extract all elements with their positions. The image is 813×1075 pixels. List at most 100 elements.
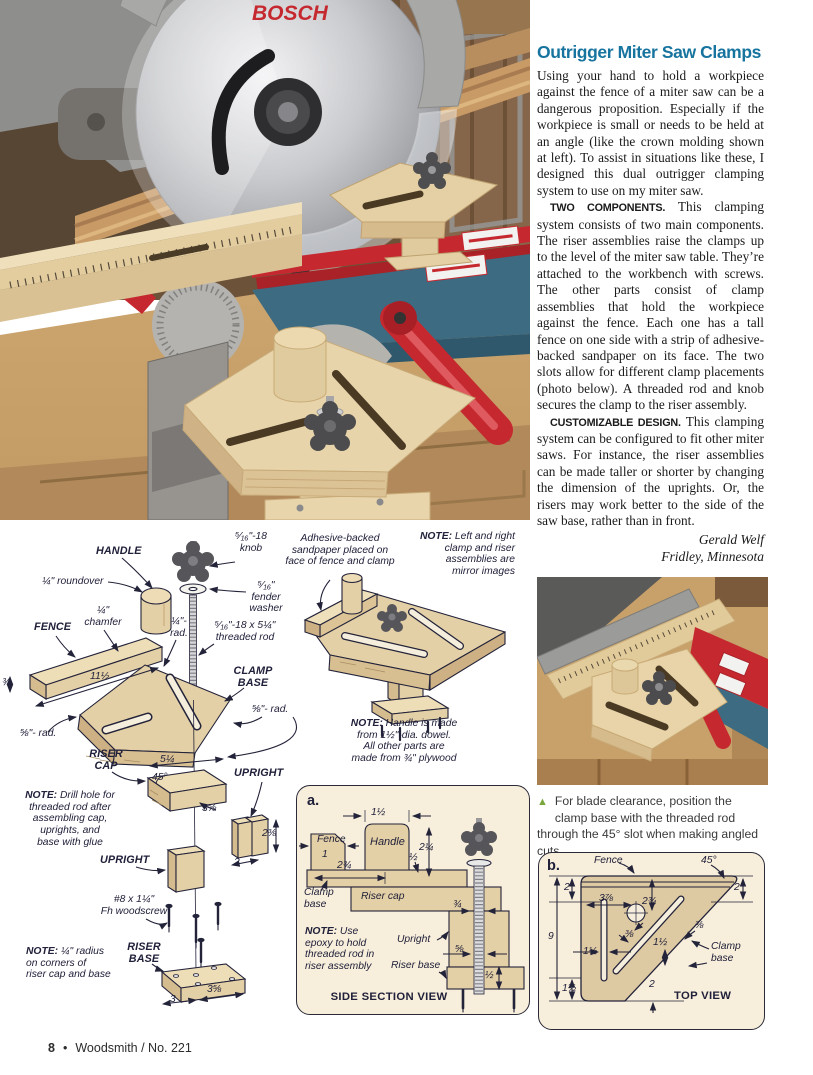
inset-a: a. Fence 1 1½ Handle 2¼ ½ 2¾ Clamp base … (296, 785, 530, 1015)
label-length: 11½ (90, 671, 110, 682)
star-knob-photo (642, 671, 676, 705)
label-dim358b: 3⅝ (207, 984, 222, 995)
washer-section (466, 858, 492, 868)
inset-a-drawing (299, 810, 525, 1013)
label-dim2: 2 (234, 857, 240, 868)
paragraph-lead: TWO COMPONENTS. (550, 202, 666, 215)
inset-b-drawing (549, 862, 753, 1013)
star-knob-small (413, 152, 451, 189)
label-washer: ⁵⁄₁₆" fender washer (249, 580, 283, 615)
a-label-fence: Fence (317, 834, 346, 845)
label-dim514: 5¼ (160, 754, 175, 765)
b-label-dim112b: 1½ (583, 946, 598, 957)
foreground-clamp-assembly (182, 326, 476, 520)
a-label-dim234: 2¾ (337, 860, 352, 871)
b-label-dim234: 2¾ (642, 896, 657, 907)
riser-base-drawing (160, 963, 247, 1004)
label-dim238: 2⅜ (262, 828, 277, 839)
b-label-dim9: 9 (548, 931, 554, 942)
b-label-dim378: 3⅞ (599, 893, 614, 904)
label-upright-right: UPRIGHT (234, 767, 284, 779)
byline: Gerald Welf Fridley, Minnesota (537, 531, 764, 565)
a-label-dim214: 2¼ (419, 842, 434, 853)
a-label-handle: Handle (370, 836, 405, 848)
label-sandpaper: Adhesive-backed sandpaper placed on face… (285, 533, 395, 568)
inset-b: b. Fence 45° 2 3⅞ 2¾ 2 9 ⅜ 1½ ⅜ 1½ Clamp… (538, 852, 765, 1030)
inset-a-dimensions (313, 826, 503, 991)
inset-a-tag: a. (307, 793, 320, 809)
photo-caption: ▲ For blade clearance, position the clam… (537, 793, 763, 859)
byline-name: Gerald Welf (698, 532, 764, 548)
b-label-dim38a: ⅜ (625, 929, 634, 940)
ruler-fence (0, 202, 302, 322)
upright-single-drawing (166, 845, 206, 893)
byline-city: Fridley, Minnesota (661, 549, 764, 565)
riser-base-section (446, 966, 525, 990)
article-paragraph: Using your hand to hold a workpiece agai… (537, 68, 764, 198)
label-upright-left: UPRIGHT (100, 854, 150, 866)
a-label-upright: Upright (397, 934, 431, 945)
b-label-dim112c: 1½ (562, 983, 577, 994)
handle-section (364, 823, 410, 871)
article-paragraph: TWO COMPONENTS. This clamping system con… (537, 199, 764, 413)
note-radius: NOTE: ¼" radius on corners of riser cap … (26, 946, 111, 981)
inset-b-arrows (573, 862, 725, 1013)
label-threaded-rod: ⁵⁄₁₆"-18 x 5¼" threaded rod (214, 620, 276, 643)
star-knob-large (304, 396, 356, 451)
a-note-epoxy: NOTE: Use epoxy to hold threaded rod in … (305, 926, 375, 973)
note-mirror: NOTE: Left and right clamp and riser ass… (419, 531, 515, 578)
secondary-photo-illustration (537, 577, 768, 785)
inset-b-dimensions (553, 876, 747, 1001)
exploded-diagram: HANDLE ⁵⁄₁₆"-18 knob ¼" roundover ⁵⁄₁₆" … (0, 520, 535, 1040)
label-dim358: 3⅝ (202, 803, 217, 814)
b-label-deg45: 45° (701, 855, 717, 866)
a-label-dim58: ⅝ (455, 944, 464, 955)
page-footer: 8•Woodsmith / No. 221 (48, 1041, 192, 1055)
footer-dot: • (62, 1041, 68, 1055)
article-column: Outrigger Miter Saw Clamps Using your ha… (537, 42, 764, 565)
label-riser-base: RISER BASE (127, 941, 161, 966)
fence-section (310, 833, 346, 871)
label-deg45: 45° (152, 772, 168, 783)
paragraph-lead: CUSTOMIZABLE DESIGN. (550, 416, 681, 429)
a-label-dim12: ½ (409, 852, 418, 863)
label-woodscrew: #8 x 1¼" Fh woodscrew (100, 894, 168, 917)
b-label-dim2l: 2 (564, 882, 570, 893)
dimension-arrows (6, 667, 280, 1007)
footer-text: Woodsmith / No. 221 (75, 1041, 192, 1055)
label-rad14: ¼"- rad. (170, 616, 188, 639)
exploded-diagram-drawing (6, 541, 506, 1007)
leader-arrows (47, 557, 331, 972)
page-title: Outrigger Miter Saw Clamps (537, 42, 761, 62)
upright-pair-drawing (230, 814, 270, 860)
inset-a-title: SIDE SECTION VIEW (330, 991, 448, 1003)
b-label-dim38b: ⅜ (695, 920, 704, 931)
handle-drawing (140, 587, 172, 635)
a-label-dim112: 1½ (371, 807, 386, 818)
article-paragraph: CUSTOMIZABLE DESIGN. This clamping syste… (537, 413, 765, 528)
label-handle: HANDLE (96, 545, 142, 557)
label-dim3: 3 (170, 994, 176, 1005)
woodscrews-drawing (165, 901, 222, 969)
label-riser-cap: RISER CAP (89, 748, 123, 773)
blade-arm (211, 49, 275, 175)
note-handle: NOTE: Handle is made from 1½"-dia. dowel… (350, 718, 458, 765)
label-clamp-base: CLAMP BASE (233, 665, 273, 690)
main-photo: BOSCH (0, 0, 530, 520)
b-label-dim2b: 2 (649, 979, 655, 990)
label-rad58-left: ⅝"- rad. (20, 728, 57, 739)
label-knob: ⁵⁄₁₆"-18 knob (235, 531, 267, 554)
label-rad58-right: ⅝"- rad. (252, 704, 289, 715)
label-fence: FENCE (34, 621, 72, 633)
a-label-riser-cap: Riser cap (361, 891, 405, 902)
inset-b-tag: b. (547, 858, 560, 874)
screws-section (461, 988, 516, 1013)
inset-a-arrows (299, 812, 509, 979)
a-label-dim34: ¾ (453, 899, 462, 910)
secondary-photo (537, 577, 768, 785)
caption-marker-icon: ▲ (537, 796, 548, 808)
note-drill: NOTE: Drill hole for threaded rod after … (25, 790, 115, 848)
riser-cap-drawing (146, 769, 228, 813)
assembled-view-drawing (303, 572, 506, 742)
